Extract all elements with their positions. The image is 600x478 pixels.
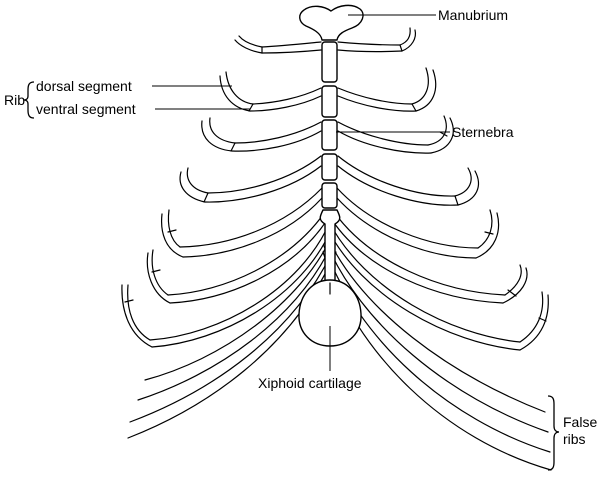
sternum <box>298 4 364 347</box>
right-rib-7 <box>328 221 521 343</box>
right-ribs <box>322 27 552 471</box>
left-rib-3-dorsal <box>201 120 233 152</box>
leader-lines <box>152 14 450 371</box>
left-rib-7 <box>151 227 333 348</box>
right-rib-4 <box>337 165 459 206</box>
right-rib-2-dorsal <box>411 67 429 105</box>
left-rib-5-dorsal <box>160 213 184 258</box>
dorsal-segment-label: dorsal segment <box>36 78 132 94</box>
rib-bracket <box>23 81 35 119</box>
xiphoid-cartilage-label: Xiphoid cartilage <box>258 375 362 391</box>
right-rib-6-dorsal <box>504 264 522 296</box>
ventral-segment-label: ventral segment <box>36 101 136 117</box>
left-rib-4-dorsal <box>186 167 209 194</box>
left-rib-3 <box>234 121 322 144</box>
left-ribs <box>121 35 337 439</box>
left-rib-2-dorsal <box>225 71 254 105</box>
right-rib-1-dorsal <box>401 29 417 52</box>
right-rib-4-dorsal <box>457 170 479 206</box>
rib-label: Rib <box>4 92 26 108</box>
left-rib-4-dorsal <box>179 171 206 203</box>
left-rib-7-dorsal <box>127 284 151 341</box>
sternebra-label: Sternebra <box>452 124 514 140</box>
left-rib-5 <box>179 187 323 248</box>
right-rib-5 <box>336 197 477 259</box>
left-rib-2 <box>252 87 322 105</box>
right-rib-3-dorsal <box>430 117 454 154</box>
left-rib-1-dorsal <box>234 39 263 54</box>
right-false-rib <box>325 233 546 413</box>
right-rib-1 <box>337 49 403 53</box>
left-rib-4 <box>204 165 322 203</box>
right-rib-3-dorsal <box>427 115 447 146</box>
manubrium-label: Manubrium <box>438 7 509 23</box>
right-rib-2-dorsal <box>415 69 437 112</box>
false-ribs-label-line1: False <box>563 414 598 430</box>
right-rib-5-dorsal <box>475 212 500 259</box>
right-rib-1-dorsal <box>399 27 411 46</box>
false-ribs-bracket <box>547 395 560 471</box>
left-rib-6-dorsal <box>146 252 171 304</box>
left-rib-2-dorsal <box>219 75 251 112</box>
left-rib-3 <box>231 130 322 152</box>
left-false-rib <box>129 245 336 423</box>
right-rib-3 <box>337 130 432 154</box>
manubrium-bone <box>299 4 364 41</box>
left-rib-1 <box>261 49 322 54</box>
right-rib-2 <box>337 87 413 105</box>
left-rib-4 <box>207 155 322 194</box>
right-rib-4 <box>337 155 456 197</box>
right-rib-5 <box>336 187 479 249</box>
left-rib-6-dorsal <box>151 249 169 296</box>
left-false-rib <box>144 233 334 381</box>
left-rib-3-dorsal <box>209 117 236 144</box>
false-ribs-label-line2: ribs <box>563 431 586 447</box>
right-rib-7 <box>326 227 521 351</box>
sternebra-4 <box>321 153 338 181</box>
left-rib-2 <box>249 95 322 112</box>
left-rib-6 <box>167 211 326 296</box>
right-rib-6 <box>331 219 504 304</box>
left-rib-6 <box>169 219 328 304</box>
right-rib-6 <box>333 211 506 296</box>
left-rib-5 <box>182 197 323 258</box>
right-rib-2 <box>337 95 417 112</box>
left-rib-7 <box>149 221 331 341</box>
right-rib-4-dorsal <box>454 167 472 197</box>
left-rib-1 <box>261 41 322 48</box>
right-false-rib <box>324 239 549 433</box>
left-rib-1-dorsal <box>238 35 263 48</box>
right-rib-7-dorsal <box>519 291 544 343</box>
right-rib-3 <box>337 121 429 146</box>
sternebra-1 <box>321 41 338 83</box>
right-rib-1 <box>337 41 401 46</box>
left-false-rib <box>137 239 335 401</box>
left-rib-5-dorsal <box>167 209 181 248</box>
right-rib-7-dorsal <box>519 294 549 351</box>
right-rib-5-dorsal <box>477 209 493 249</box>
right-rib-6-dorsal <box>502 267 528 304</box>
sternebra-5 <box>321 182 338 209</box>
sternebra-2 <box>321 85 338 118</box>
sternebra-3 <box>321 119 338 151</box>
left-rib-7-dorsal <box>121 284 153 348</box>
